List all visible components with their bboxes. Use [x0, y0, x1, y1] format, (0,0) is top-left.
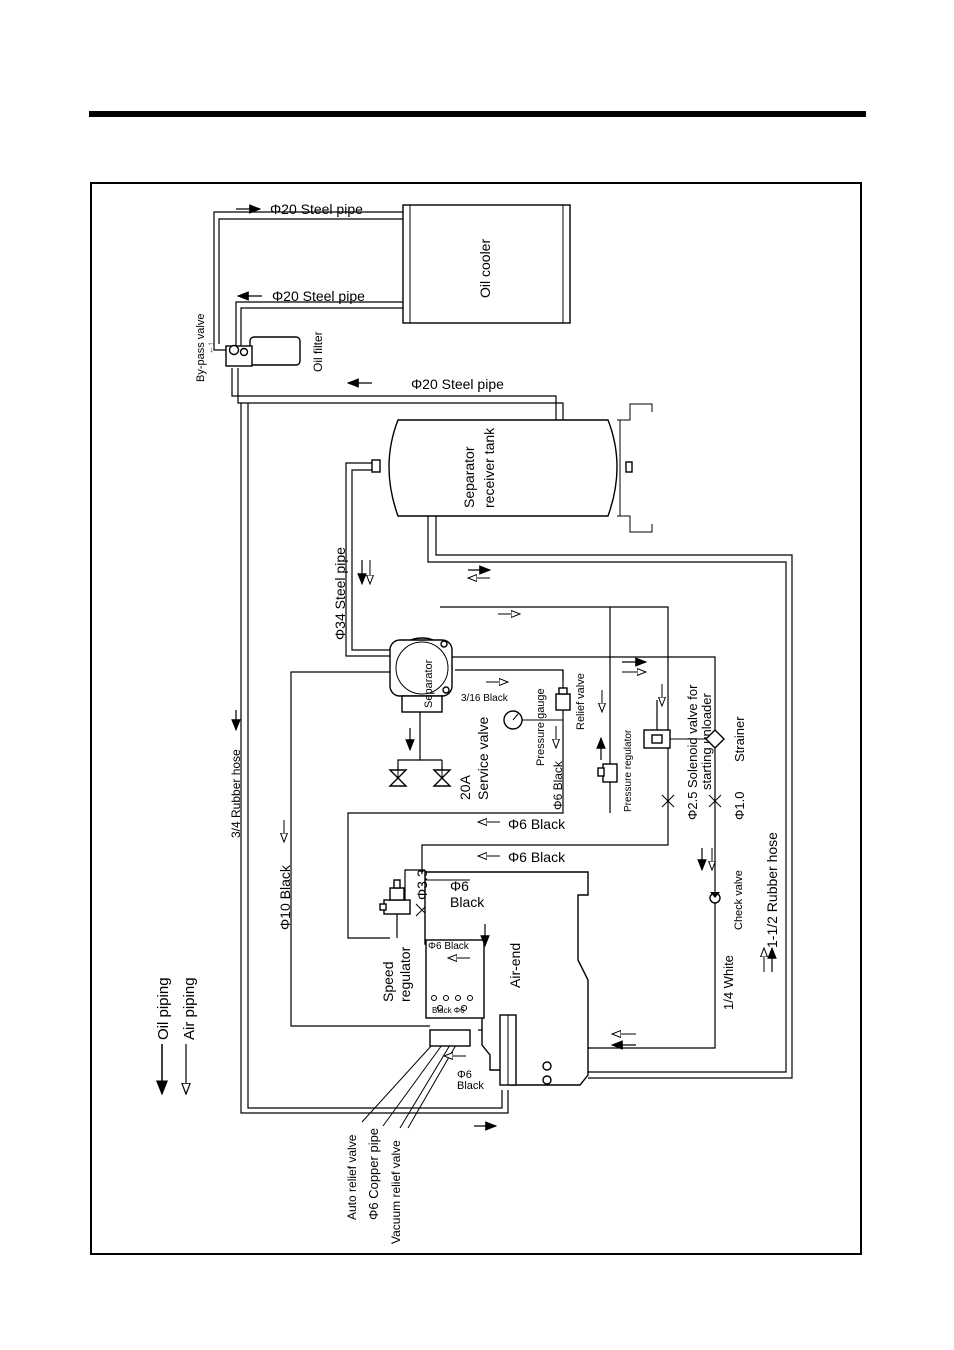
- phi6-black-v-label: Φ6 Black: [551, 760, 565, 810]
- phi33-label: Φ3.3: [414, 869, 430, 900]
- oil-filter-label: Oil filter: [311, 331, 325, 372]
- pipe-labels: Φ20 Steel pipe Φ20 Steel pipe Φ20 Steel …: [229, 201, 780, 1244]
- separator: Separator: [389, 637, 453, 713]
- pressure-regulator-label: Pressure regulator: [623, 729, 634, 812]
- rubber-hose-112-label: 1-1/2 Rubber hose: [764, 832, 780, 948]
- white-14-label: 1/4 White: [721, 955, 736, 1010]
- legend: Oil piping Air piping: [155, 977, 198, 1096]
- relief-valve: Relief valve: [555, 673, 587, 730]
- solenoid-label-2: starting unloader: [699, 692, 714, 790]
- relief-valve-label: Relief valve: [575, 673, 587, 730]
- vacuum-relief-label: Vacuum relief valve: [389, 1140, 403, 1244]
- steel-pipe-34-label: Φ34 Steel pipe: [332, 547, 348, 640]
- solenoid-label-1: Φ2.5 Solenoid valve for: [685, 684, 700, 820]
- phi6-black-a-label: Φ6 Black: [508, 816, 566, 832]
- steel-pipe-tank-label: Φ20 Steel pipe: [411, 376, 504, 392]
- pressure-gauge: Pressure gauge: [503, 688, 563, 766]
- phi6-label: Φ6: [450, 878, 469, 894]
- oil-cooler: Oil cooler: [402, 204, 571, 324]
- black-bottom-label: Black: [457, 1080, 484, 1092]
- black-10-label: Φ10 Black: [277, 864, 293, 930]
- phi10-label: Φ1.0: [732, 792, 747, 820]
- orifices: Φ1.0: [415, 792, 747, 917]
- separator-receiver-tank: Separator receiver tank: [371, 403, 653, 533]
- strainer-label: Strainer: [732, 716, 747, 762]
- strainer: Strainer: [705, 716, 747, 762]
- tank-label-2: receiver tank: [481, 427, 497, 508]
- legend-air-label: Air piping: [181, 977, 198, 1040]
- phi6-bottom-label: Φ6: [457, 1069, 472, 1081]
- air-end-label: Air-end: [507, 943, 523, 988]
- oil-cooler-label: Oil cooler: [477, 239, 493, 298]
- oil-filter: Oil filter: [225, 331, 325, 372]
- auto-relief-label: Auto relief valve: [345, 1134, 359, 1220]
- speed-label-1: Speed: [380, 962, 396, 1002]
- diagram-frame: [90, 182, 862, 1255]
- tank-label-1: Separator: [461, 446, 477, 508]
- copper-pipe-label: Φ6 Copper pipe: [366, 1128, 381, 1220]
- check-valve-label: Check valve: [733, 870, 745, 930]
- bypass-valve-label: By-pass valve: [195, 314, 207, 382]
- check-valve: Check valve: [709, 870, 745, 930]
- speed-regulator: Speed regulator: [379, 879, 413, 1002]
- phi6-black-small-label: Φ6 Black: [428, 941, 470, 952]
- top-rule: [89, 111, 866, 117]
- black-label: Black: [450, 894, 485, 910]
- separator-label: Separator: [423, 659, 435, 708]
- speed-label-2: regulator: [397, 946, 413, 1002]
- service-valve-label: Service valve: [475, 717, 491, 800]
- service-valve-size: 20A: [457, 774, 473, 800]
- pressure-regulator: Pressure regulator: [597, 729, 634, 812]
- black-phi6-small-label: Black Φ6: [432, 1006, 465, 1015]
- air-end: Air-end: [424, 871, 589, 1086]
- phi6-black-b-label: Φ6 Black: [508, 849, 566, 865]
- steel-pipe-mid-label: Φ20 Steel pipe: [272, 288, 365, 304]
- black-316-label: 3/16 Black: [461, 693, 509, 704]
- steel-pipe-top-label: Φ20 Steel pipe: [270, 201, 363, 217]
- bypass-valve-mark: ←↑: [206, 342, 215, 354]
- solenoid-valve: Φ2.5 Solenoid valve for starting unloade…: [643, 684, 715, 820]
- flow-arrows: [231, 204, 777, 1131]
- rubber-hose-34-label: 3/4 Rubber hose: [229, 749, 243, 838]
- legend-oil-label: Oil piping: [155, 977, 172, 1040]
- pressure-gauge-label: Pressure gauge: [535, 688, 547, 766]
- service-valves: 20A Service valve: [388, 717, 491, 800]
